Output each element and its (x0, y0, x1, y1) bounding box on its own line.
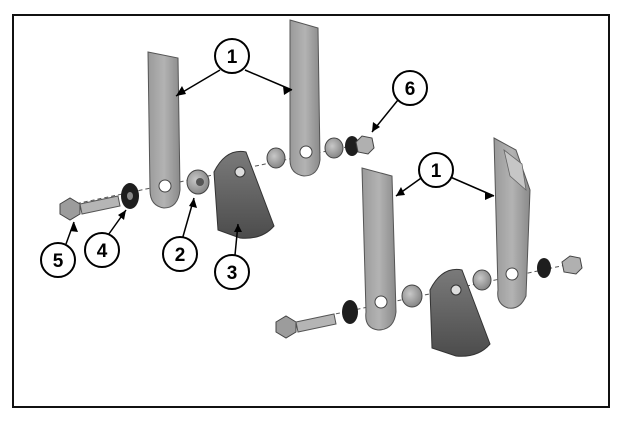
mount-bracket-lower (429, 268, 491, 357)
nut-lower (561, 255, 583, 275)
nut-upper (355, 135, 375, 155)
washer-lower-2 (537, 258, 551, 278)
callout-3-label: 3 (227, 263, 238, 284)
spacer-lower-2 (472, 269, 492, 291)
spacer-upper-right-2 (324, 137, 344, 159)
callout-3: 3 (214, 254, 250, 290)
callout-4-label: 4 (97, 241, 108, 262)
callout-6: 6 (392, 70, 428, 106)
callout-5: 5 (40, 242, 76, 278)
callout-1-lower-label: 1 (431, 161, 442, 182)
bolt-lower (275, 313, 337, 339)
blade-upper-left (147, 51, 181, 209)
callout-4: 4 (84, 232, 120, 268)
callout-1-lower: 1 (418, 152, 454, 188)
washer-upper (121, 183, 139, 209)
blade-upper-right (289, 19, 321, 177)
washer-lower-1 (342, 300, 358, 324)
callout-1-upper-label: 1 (227, 47, 238, 68)
callout-6-label: 6 (405, 79, 416, 100)
callout-5-label: 5 (53, 251, 64, 272)
callout-2: 2 (162, 236, 198, 272)
callout-1-upper: 1 (214, 38, 250, 74)
spacer-lower-1 (401, 284, 423, 308)
washer-upper-right (345, 136, 359, 156)
blade-lower-right (493, 137, 531, 309)
leader-arrowheads (70, 86, 494, 232)
spacer-upper-right (266, 147, 286, 169)
blade-lower-left (361, 167, 397, 331)
spacer-upper (186, 169, 210, 195)
callout-2-label: 2 (175, 245, 186, 266)
mount-bracket-upper (213, 150, 275, 239)
bolt-upper (59, 195, 121, 221)
